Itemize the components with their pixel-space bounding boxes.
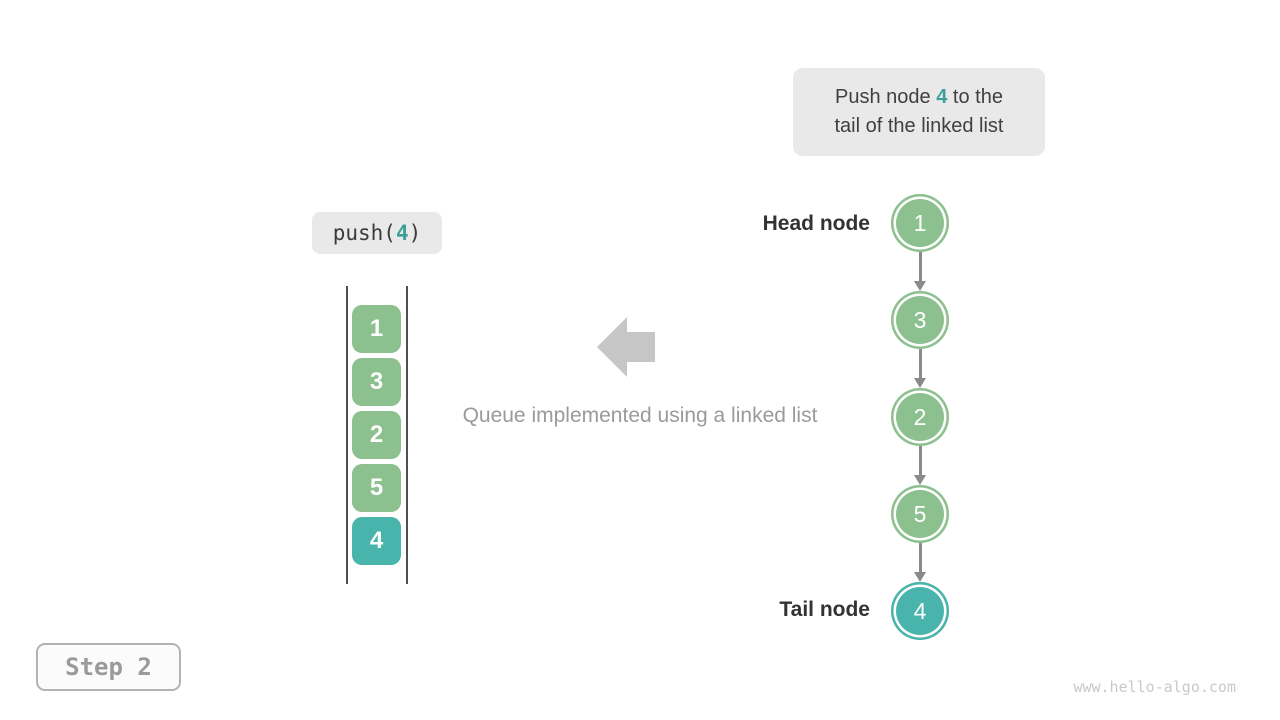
queue-cell-stack: 1 3 2 5 4: [352, 305, 401, 565]
queue-cell: 3: [352, 358, 401, 406]
push-accent-value: 4: [395, 221, 409, 245]
queue-cell-value: 5: [369, 474, 384, 501]
list-node-value: 2: [913, 403, 927, 430]
queue-cell-value: 4: [369, 527, 384, 554]
queue-rail-right: [406, 286, 408, 584]
list-node-value: 1: [913, 209, 927, 236]
watermark-url: www.hello-algo.com: [1073, 678, 1236, 696]
list-node: 2: [891, 388, 949, 446]
list-node: 5: [891, 485, 949, 543]
push-operation-chip: push(4): [312, 212, 442, 254]
list-node: 1: [891, 194, 949, 252]
arrow-down-icon: [914, 446, 926, 485]
queue-cell-value: 2: [369, 421, 384, 448]
list-node-value: 3: [913, 306, 927, 333]
tail-node-label: Tail node: [779, 598, 870, 621]
callout-text: Push node: [835, 86, 937, 108]
callout-accent-value: 4: [936, 86, 948, 108]
arrow-down-icon: [914, 252, 926, 291]
list-node-value: 4: [913, 597, 927, 624]
diagram-caption: Queue implemented using a linked list: [462, 404, 818, 427]
queue-cell-value: 1: [369, 315, 384, 342]
arrow-down-icon: [914, 543, 926, 582]
head-node-label: Head node: [762, 212, 870, 235]
left-block-arrow-icon: [597, 317, 655, 377]
queue-cell: 4: [352, 517, 401, 565]
arrow-down-icon: [914, 349, 926, 388]
callout-line-2: tail of the linked list: [834, 115, 1004, 137]
push-code-text: push(: [332, 221, 396, 245]
list-node: 3: [891, 291, 949, 349]
step-badge: Step 2: [36, 643, 181, 691]
queue-cell: 1: [352, 305, 401, 353]
list-node-value: 5: [913, 500, 927, 527]
queue-cell: 5: [352, 464, 401, 512]
queue-cell: 2: [352, 411, 401, 459]
queue-cell-value: 3: [369, 368, 384, 395]
callout-bubble: Push node 4 to the tail of the linked li…: [793, 68, 1045, 156]
push-code-text: ): [408, 221, 422, 245]
list-node: 4: [891, 582, 949, 640]
callout-text: to the: [947, 86, 1003, 108]
callout-line-1: Push node 4 to the: [835, 83, 1003, 112]
queue-rail-left: [346, 286, 348, 584]
